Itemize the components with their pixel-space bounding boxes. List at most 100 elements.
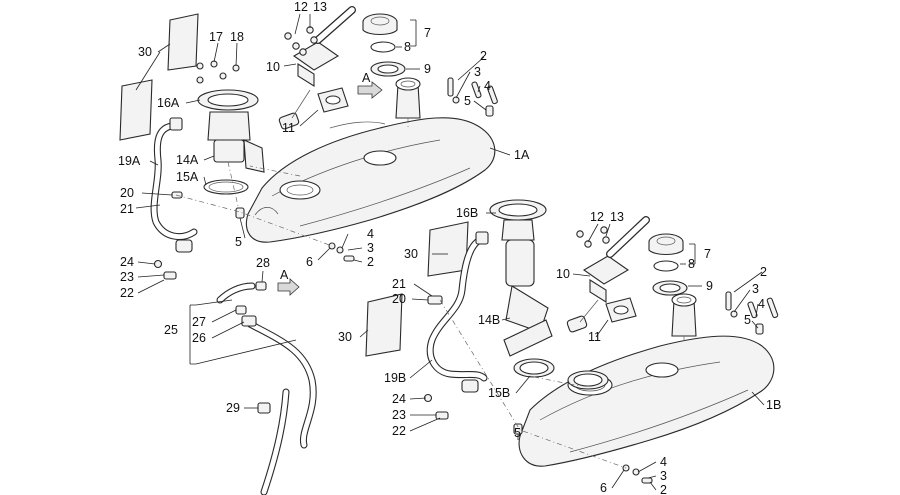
- callout-5-left: 5: [235, 235, 242, 249]
- callout-24-left: 24: [120, 255, 134, 269]
- callout-29: 29: [226, 401, 240, 415]
- callout-5-tank-b: 5: [744, 313, 751, 327]
- callout-30-mid: 30: [404, 247, 418, 261]
- callout-19b: 19B: [384, 371, 406, 385]
- breather-hoses-25: [216, 281, 317, 495]
- filler-neck-b: [671, 293, 697, 337]
- callout-28: 28: [256, 256, 270, 270]
- callout-2-bottom: 2: [660, 483, 667, 495]
- callout-8-left: 8: [404, 40, 411, 54]
- fuel-hose-19a: [150, 117, 198, 253]
- callout-7-left: 7: [424, 26, 431, 40]
- cap-gasket-b: [653, 260, 679, 272]
- callout-18: 18: [230, 30, 244, 44]
- clip-20b: [427, 295, 443, 305]
- callout-23-right: 23: [392, 408, 406, 422]
- screws-12-13-a: [284, 26, 318, 56]
- insulation-sheet-30-right-lower: [365, 293, 403, 357]
- callout-2-tank-a: 2: [480, 49, 487, 63]
- fuel-cap-b: [648, 233, 684, 256]
- callout-arrow-a-left: A: [362, 71, 371, 85]
- leader-lines: [135, 13, 765, 491]
- callout-30-left: 30: [138, 45, 152, 59]
- callout-19a: 19A: [118, 154, 141, 168]
- screw-24a: [153, 259, 163, 269]
- callout-11-right: 11: [588, 330, 601, 344]
- callout-5-bottom: 5: [514, 426, 521, 440]
- callout-arrow-a-middle: A: [280, 268, 289, 282]
- callout-6-bottom: 6: [600, 481, 607, 495]
- callout-12-right: 12: [590, 210, 604, 224]
- cap-gasket-a: [370, 41, 396, 53]
- callout-3-tank-a: 3: [474, 65, 481, 79]
- insulation-sheet-30-lower: [119, 79, 153, 141]
- callout-21-left: 21: [120, 202, 134, 216]
- filler-ring-a: [370, 61, 406, 77]
- callout-25: 25: [164, 323, 178, 337]
- bolts-17-18: [196, 60, 240, 84]
- fasteners-2-5a: [447, 77, 498, 117]
- fasteners-2-6b: [622, 464, 653, 484]
- insulation-sheet-30-upper: [167, 13, 199, 71]
- callout-2-tank-b: 2: [760, 265, 767, 279]
- seal-ring-15b: [513, 358, 609, 390]
- fasteners-2-6a: [328, 242, 355, 262]
- callout-13-right: 13: [610, 210, 624, 224]
- bracket-5a: [235, 207, 245, 219]
- callout-10-right: 10: [556, 267, 570, 281]
- fuel-pump-a: [197, 89, 265, 195]
- callout-22-right: 22: [392, 424, 406, 438]
- callout-4-tank-a: 4: [484, 79, 491, 93]
- callout-16b: 16B: [456, 206, 478, 220]
- callout-14b: 14B: [478, 313, 500, 327]
- fasteners-2-5b: [725, 291, 779, 335]
- callout-3-tank-b: 3: [752, 282, 759, 296]
- callout-7-right: 7: [704, 247, 711, 261]
- callout-15a: 15A: [176, 170, 199, 184]
- callout-10-left: 10: [266, 60, 280, 74]
- callout-22-left: 22: [120, 286, 134, 300]
- callout-8-right: 8: [688, 257, 695, 271]
- callout-26: 26: [192, 331, 206, 345]
- arrow-a-middle: [277, 278, 300, 296]
- clamp-22-23b: [435, 411, 449, 420]
- callout-15b: 15B: [488, 386, 510, 400]
- callout-11-left: 11: [282, 121, 295, 135]
- callout-12-left: 12: [294, 0, 308, 14]
- callout-20-left: 20: [120, 186, 134, 200]
- callout-4-bottom: 4: [660, 455, 667, 469]
- callout-16a: 16A: [157, 96, 180, 110]
- callout-1b: 1B: [766, 398, 781, 412]
- callout-3-bottom: 3: [660, 469, 667, 483]
- fuel-pump-b: [489, 199, 553, 357]
- level-sender-b: [566, 216, 650, 333]
- filler-ring-b: [652, 280, 688, 296]
- fuel-tank-1a: [245, 117, 496, 243]
- callout-30-right: 30: [338, 330, 352, 344]
- callout-4-left: 4: [367, 227, 374, 241]
- callout-23-left: 23: [120, 270, 134, 284]
- callout-4-tank-b: 4: [758, 297, 765, 311]
- callout-21-right: 21: [392, 277, 406, 291]
- callout-6-left: 6: [306, 255, 313, 269]
- clamp-22-23a: [163, 271, 177, 280]
- callout-9-left: 9: [424, 62, 431, 76]
- callout-labels: 12 13 7 8 9 10 11 17 18 30 16A 14A 15A 1…: [118, 0, 781, 495]
- callout-3-left: 3: [367, 241, 374, 255]
- callout-2-left: 2: [367, 255, 374, 269]
- callout-27: 27: [192, 315, 206, 329]
- fuel-cap-a: [362, 13, 398, 36]
- callout-17: 17: [209, 30, 223, 44]
- screws-12-13-b: [576, 226, 610, 248]
- callout-13-left: 13: [313, 0, 327, 14]
- fuel-tank-1b: [518, 335, 775, 467]
- callout-9-right: 9: [706, 279, 713, 293]
- filler-neck-a: [395, 77, 421, 119]
- callout-1a: 1A: [514, 148, 530, 162]
- arrow-a-left: [357, 81, 383, 99]
- callout-20-right: 20: [392, 292, 406, 306]
- callout-14a: 14A: [176, 153, 199, 167]
- callout-5-tank-a: 5: [464, 94, 471, 108]
